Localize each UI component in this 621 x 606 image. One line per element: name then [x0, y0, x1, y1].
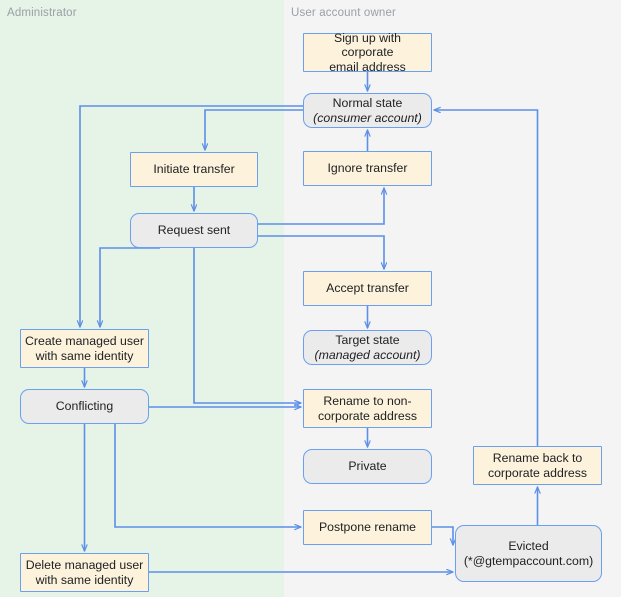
- node-label-request-sent: Request sent: [158, 223, 230, 238]
- node-label-line: (consumer account): [313, 110, 422, 125]
- node-label-line: Target state: [335, 333, 400, 347]
- node-label-line: Sign up with corporate: [334, 30, 401, 60]
- node-accept-transfer[interactable]: Accept transfer: [303, 271, 432, 306]
- node-label-ignore-transfer: Ignore transfer: [328, 161, 408, 176]
- node-ignore-transfer[interactable]: Ignore transfer: [303, 151, 432, 186]
- node-label-initiate-transfer: Initiate transfer: [153, 162, 234, 177]
- node-label-line: Private: [348, 459, 387, 474]
- node-label-line: Create managed user: [25, 334, 144, 348]
- node-request-sent[interactable]: Request sent: [130, 213, 258, 248]
- node-label-line: Ignore transfer: [327, 161, 408, 176]
- node-label-line: Rename back to: [492, 451, 583, 465]
- node-postpone-rename[interactable]: Postpone rename: [303, 510, 432, 545]
- swimlane-administrator: [0, 0, 284, 597]
- node-label-line: Normal state: [332, 96, 403, 110]
- node-label-line: Delete managed user: [25, 558, 144, 572]
- node-label-line: (managed account): [314, 347, 421, 362]
- node-label-accept-transfer: Accept transfer: [326, 281, 409, 296]
- node-label-line: Evicted: [508, 539, 549, 553]
- node-label-line: Conflicting: [55, 399, 114, 414]
- swimlane-label-user-account-owner: User account owner: [291, 7, 396, 19]
- node-label-line: Postpone rename: [318, 520, 417, 535]
- node-label-normal-state: Normal state(consumer account): [313, 96, 422, 125]
- node-conflicting[interactable]: Conflicting: [20, 389, 149, 424]
- swimlane-label-administrator: Administrator: [7, 7, 77, 19]
- node-label-line: Initiate transfer: [153, 162, 235, 177]
- node-label-line: Rename to non-: [323, 394, 412, 408]
- node-label-postpone-rename: Postpone rename: [319, 520, 416, 535]
- node-label-evicted: Evicted(*@gtempaccount.com): [464, 539, 593, 568]
- node-label-line: corporate address: [317, 408, 418, 423]
- node-target-state[interactable]: Target state(managed account): [303, 330, 432, 365]
- node-label-line: with same identity: [35, 348, 134, 363]
- node-label-line: with same identity: [35, 572, 134, 587]
- node-normal-state[interactable]: Normal state(consumer account): [303, 93, 432, 128]
- node-private[interactable]: Private: [303, 449, 432, 484]
- node-label-line: email address: [329, 59, 406, 74]
- node-evicted[interactable]: Evicted(*@gtempaccount.com): [455, 525, 602, 582]
- node-label-line: corporate address: [487, 465, 588, 480]
- node-label-rename-non-corporate: Rename to non-corporate address: [318, 394, 417, 423]
- node-label-conflicting: Conflicting: [56, 399, 113, 414]
- node-label-private: Private: [348, 459, 386, 474]
- node-label-line: Request sent: [157, 223, 231, 238]
- node-rename-non-corporate[interactable]: Rename to non-corporate address: [303, 389, 432, 428]
- node-label-line: (*@gtempaccount.com): [463, 553, 594, 568]
- node-label-line: Accept transfer: [326, 281, 409, 296]
- node-initiate-transfer[interactable]: Initiate transfer: [130, 152, 258, 187]
- node-label-target-state: Target state(managed account): [315, 333, 421, 362]
